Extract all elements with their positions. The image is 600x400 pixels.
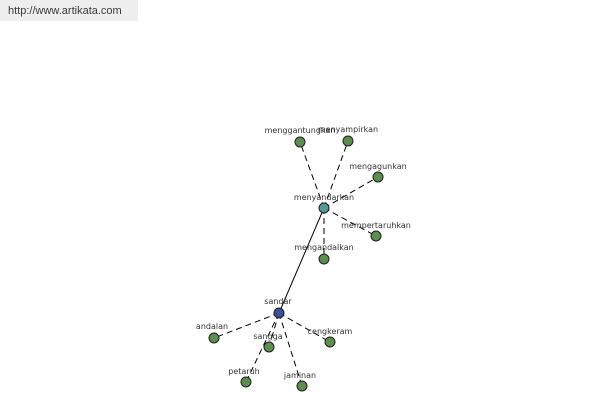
edge-menyandarkan-menyampirkan — [323, 140, 349, 209]
node-cengkeram[interactable]: cengkeram — [308, 327, 353, 348]
node-circle-mempertaruhkan[interactable] — [370, 230, 382, 242]
node-label-andalan: andalan — [196, 322, 228, 331]
node-menggantungkan[interactable]: menggantungkan — [265, 126, 336, 148]
node-label-menyandarkan: menyandarkan — [294, 193, 354, 202]
source-url-link[interactable]: http://www.artikata.com — [8, 5, 122, 17]
node-mengagunkan[interactable]: mengagunkan — [349, 162, 407, 183]
node-mempertaruhkan[interactable]: mempertaruhkan — [341, 221, 411, 242]
nodes-layer: sandar menyandarkan menggantungkanmenyampi… — [196, 125, 411, 392]
edges-layer — [213, 140, 379, 387]
edge-sandar-andalan — [213, 312, 280, 339]
edge-sandar-menyandarkan — [278, 207, 325, 314]
node-label-mempertaruhkan: mempertaruhkan — [341, 221, 411, 230]
node-circle-menyampirkan[interactable] — [342, 135, 354, 147]
node-menyandarkan[interactable]: menyandarkan — [294, 193, 354, 214]
node-mengandalkan[interactable]: mengandalkan — [294, 243, 354, 265]
node-andalan[interactable]: andalan — [196, 322, 228, 344]
edge-sandar-sangga — [268, 312, 280, 348]
node-label-petaruh: petaruh — [228, 367, 259, 376]
edge-sandar-petaruh — [245, 312, 280, 383]
node-sandar[interactable]: sandar — [264, 297, 292, 319]
edge-menyandarkan-mengagunkan — [323, 176, 379, 209]
node-label-mengandalkan: mengandalkan — [294, 243, 354, 252]
node-circle-jaminan[interactable] — [296, 380, 308, 392]
node-sangga[interactable]: sangga — [253, 332, 283, 353]
node-circle-mengagunkan[interactable] — [372, 171, 384, 183]
node-label-menggantungkan: menggantungkan — [265, 126, 336, 135]
node-circle-menyandarkan[interactable] — [318, 202, 330, 214]
node-circle-cengkeram[interactable] — [324, 336, 336, 348]
node-jaminan[interactable]: jaminan — [283, 371, 316, 392]
node-label-mengagunkan: mengagunkan — [349, 162, 406, 171]
edge-sandar-jaminan — [278, 312, 303, 387]
source-bar: http://www.artikata.com — [0, 0, 138, 21]
node-label-jaminan: jaminan — [283, 371, 316, 380]
node-menyampirkan[interactable]: menyampirkan — [318, 125, 378, 147]
node-circle-sangga[interactable] — [263, 341, 275, 353]
node-circle-menggantungkan[interactable] — [294, 136, 306, 148]
node-label-menyampirkan: menyampirkan — [318, 125, 378, 134]
node-label-sangga: sangga — [253, 332, 282, 341]
edge-menyandarkan-menggantungkan — [299, 141, 325, 209]
node-circle-andalan[interactable] — [208, 332, 220, 344]
node-circle-petaruh[interactable] — [240, 376, 252, 388]
node-label-cengkeram: cengkeram — [308, 327, 353, 336]
node-label-sandar: sandar — [264, 297, 292, 306]
node-circle-mengandalkan[interactable] — [318, 253, 330, 265]
node-petaruh[interactable]: petaruh — [228, 367, 260, 388]
node-circle-sandar[interactable] — [273, 307, 285, 319]
